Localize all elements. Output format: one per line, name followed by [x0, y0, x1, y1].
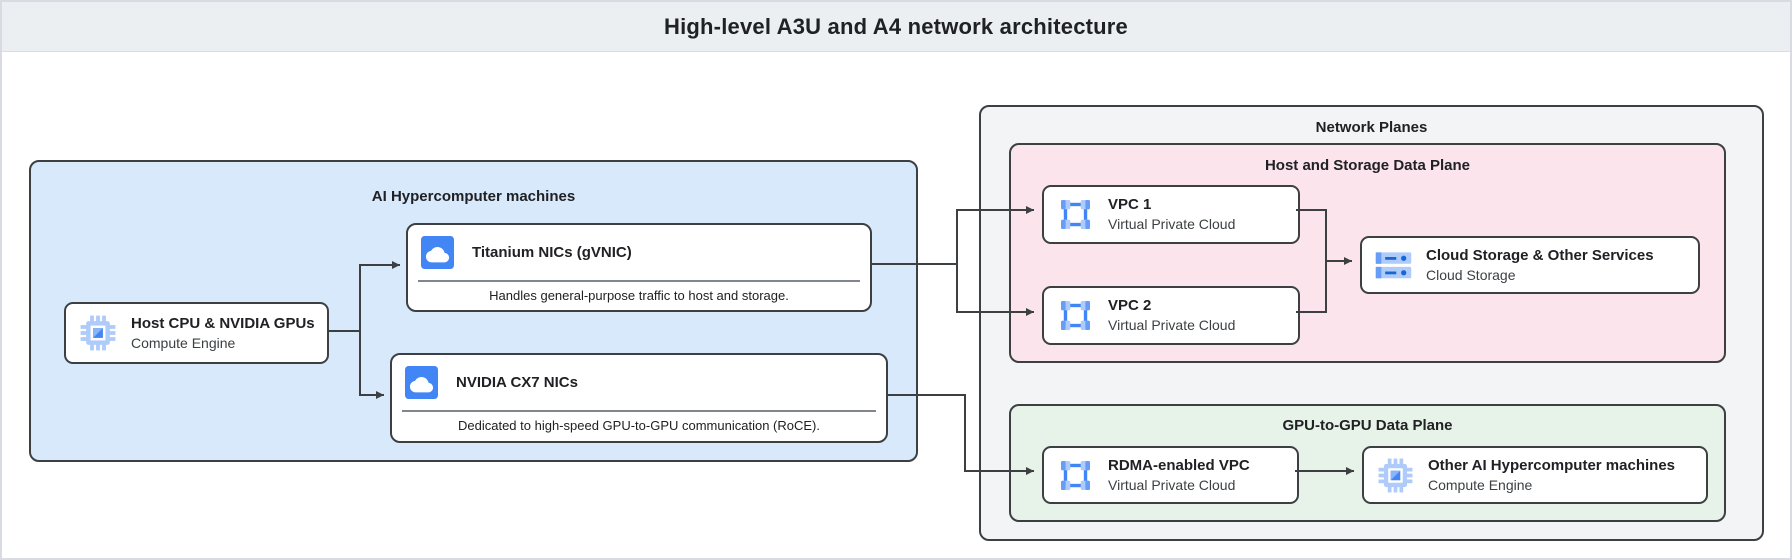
node-subtitle: Virtual Private Cloud — [1108, 216, 1236, 232]
node-title: NVIDIA CX7 NICs — [456, 374, 578, 391]
node-title: Cloud Storage & Other Services — [1426, 246, 1654, 264]
divider — [418, 280, 860, 282]
node-other-ai-hypercomputer-machines: Other AI Hypercomputer machines Compute … — [1362, 446, 1708, 504]
node-title: VPC 2 — [1108, 297, 1152, 314]
group-ai-hypercomputer-machines: AI Hypercomputer machines Host CPU & NVI… — [29, 160, 918, 462]
page-title: High-level A3U and A4 network architectu… — [664, 13, 1128, 39]
node-subtitle: Compute Engine — [1428, 476, 1533, 493]
vpc-icon — [1057, 457, 1094, 494]
node-subtitle: Compute Engine — [131, 334, 236, 351]
node-title: RDMA-enabled VPC — [1108, 456, 1250, 474]
node-vpc-2: VPC 2 Virtual Private Cloud — [1042, 286, 1300, 345]
vpc-icon — [1057, 297, 1094, 334]
node-description: Handles general-purpose traffic to host … — [489, 287, 789, 303]
node-description: Dedicated to high-speed GPU-to-GPU commu… — [458, 418, 820, 433]
divider — [402, 410, 876, 412]
node-title: Other AI Hypercomputer machines — [1428, 456, 1676, 474]
compute-engine-chip-icon — [79, 314, 117, 352]
node-vpc-1: VPC 1 Virtual Private Cloud — [1042, 185, 1300, 244]
node-host-cpu-gpus: Host CPU & NVIDIA GPUs Compute Engine — [64, 302, 329, 364]
node-title: VPC 1 — [1108, 196, 1152, 213]
node-subtitle: Virtual Private Cloud — [1108, 476, 1236, 493]
cloud-storage-icon — [1375, 250, 1412, 281]
cloud-icon — [405, 366, 438, 399]
node-titanium-nics: Titanium NICs (gVNIC) Handles general-pu… — [406, 223, 872, 312]
node-subtitle: Virtual Private Cloud — [1108, 317, 1236, 333]
group-label-host-storage-data-plane: Host and Storage Data Plane — [1264, 157, 1471, 174]
group-gpu-to-gpu-data-plane: GPU-to-GPU Data Plane RDMA-enabled VPC V… — [1009, 404, 1726, 522]
group-label-gpu-to-gpu-data-plane: GPU-to-GPU Data Plane — [1282, 417, 1453, 434]
node-nvidia-cx7-nics: NVIDIA CX7 NICs Dedicated to high-speed … — [390, 353, 888, 443]
title-bar: High-level A3U and A4 network architectu… — [2, 2, 1790, 52]
group-network-planes: Network Planes Host and Storage Data Pla… — [979, 105, 1764, 541]
node-title: Host CPU & NVIDIA GPUs — [131, 314, 315, 332]
node-subtitle: Cloud Storage — [1426, 266, 1516, 283]
group-label-network-planes: Network Planes — [1315, 119, 1428, 136]
compute-engine-chip-icon — [1377, 457, 1414, 494]
vpc-icon — [1057, 196, 1094, 233]
node-cloud-storage: Cloud Storage & Other Services Cloud Sto… — [1360, 236, 1700, 294]
node-rdma-enabled-vpc: RDMA-enabled VPC Virtual Private Cloud — [1042, 446, 1299, 504]
node-title: Titanium NICs (gVNIC) — [472, 244, 632, 261]
group-host-storage-data-plane: Host and Storage Data Plane VPC 1 Virtua… — [1009, 143, 1726, 363]
group-label-ai-hypercomputer-machines: AI Hypercomputer machines — [371, 188, 576, 205]
cloud-icon — [421, 236, 454, 269]
